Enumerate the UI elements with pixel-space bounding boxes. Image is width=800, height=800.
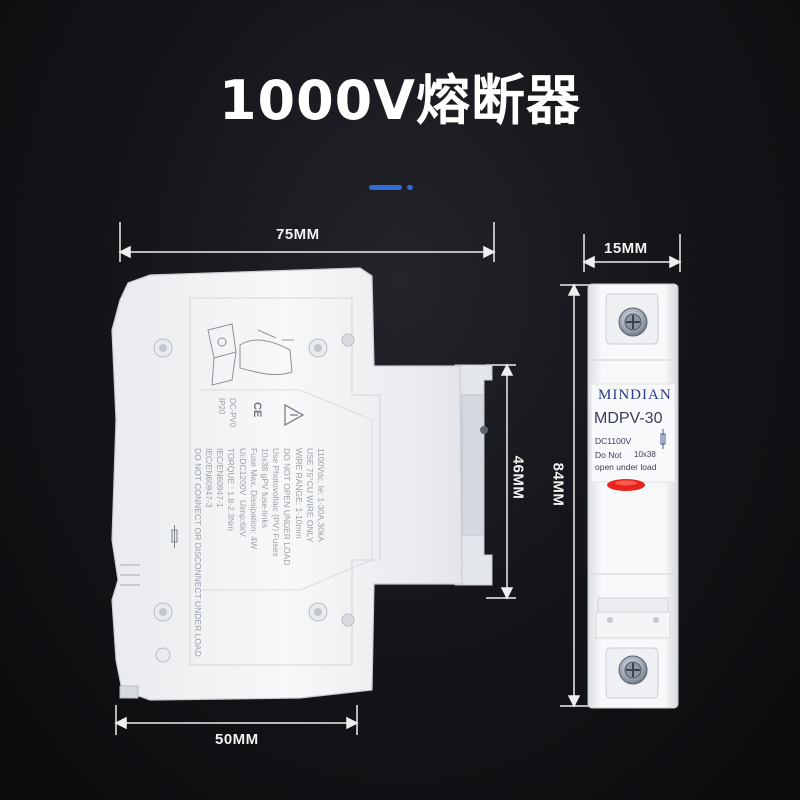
dim-front-width: 15MM	[604, 240, 648, 257]
dim-width-top: 75MM	[276, 226, 320, 243]
accent-dot	[407, 185, 413, 190]
side-spec-line: DO NOT OPEN UNDER LOAD	[282, 448, 293, 566]
side-spec-line: USE 75°CU WIRE ONLY	[304, 448, 315, 543]
side-spec-line: TORQUE : 1.8-2.3Nm	[226, 448, 237, 531]
dimension-lines	[114, 222, 682, 735]
accent-bar	[369, 185, 402, 190]
ce-mark-icon: CE	[251, 402, 263, 417]
fuse-symbol-icon	[171, 525, 178, 548]
warning-triangle-icon	[284, 403, 305, 427]
side-spec-line: WIRE RANGE: 1-10mm	[293, 448, 304, 539]
fuse-size: 10x38	[634, 450, 656, 459]
screw-icon	[618, 307, 648, 685]
side-spec-line: IEC/EN60947-1	[215, 448, 226, 508]
dim-front-height: 84MM	[549, 462, 567, 507]
voltage-rating: DC1100V	[595, 436, 632, 446]
warning-line-1: Do Not	[595, 450, 622, 460]
side-spec-line: Use Photovoltaic (PV) Fuses	[271, 448, 282, 557]
side-spec-line: Ui:DC1200V Uimp:6kV	[237, 448, 248, 537]
side-view-device: CE	[111, 267, 493, 701]
dim-width-bottom: 50MM	[215, 731, 259, 748]
side-spec-line: 10x38 gPV fuse-links	[259, 448, 270, 528]
side-spec-line: IEC/EN60947-3	[203, 448, 214, 508]
page-title: 1000V熔断器	[218, 69, 582, 132]
side-marks: DC-PV0 IP20	[216, 398, 237, 428]
wiring-diagram	[207, 323, 294, 386]
model-name: MDPV-30	[594, 410, 663, 427]
side-spec-line: 1100Vdc, Ie: 1-30A,30kA	[316, 448, 326, 542]
side-spec-line: DO NOT CONNECT OR DISCONNECT UNDER LOAD	[192, 448, 203, 657]
warning-line-2: open under load	[595, 462, 657, 472]
side-spec-line: Fuse Max. Dissipation: 4W	[248, 448, 259, 550]
front-view-device	[587, 283, 679, 709]
brand-name: MINDIAN	[598, 387, 672, 403]
dim-height-side: 46MM	[509, 455, 527, 500]
screw-icon	[153, 333, 355, 663]
